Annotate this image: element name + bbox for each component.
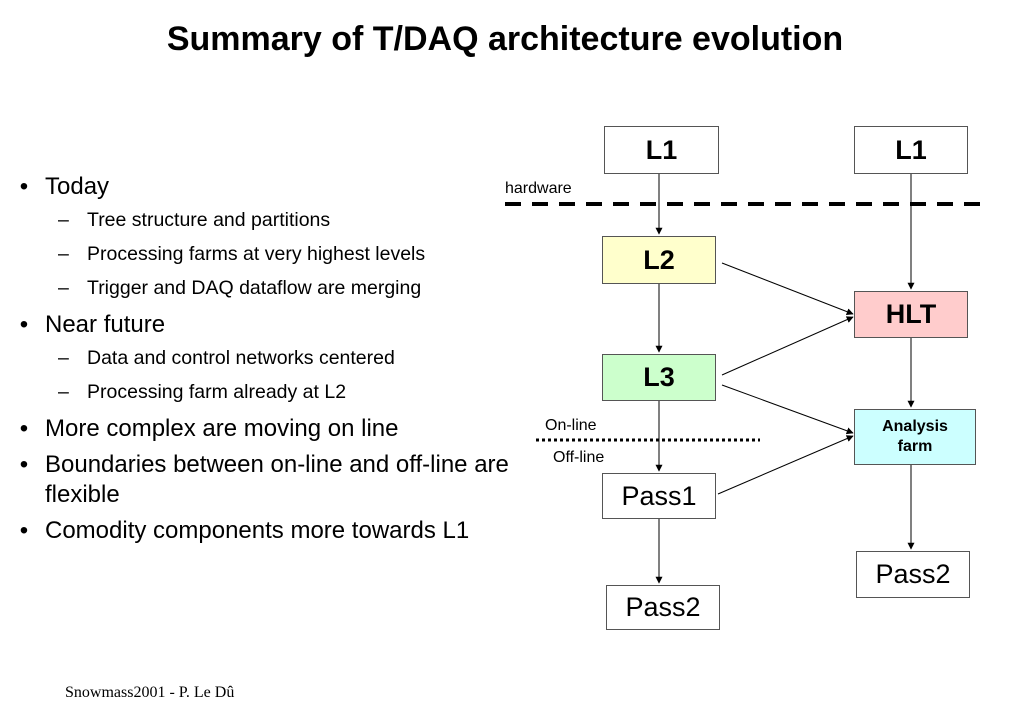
bullet-item: • Boundaries between on-line and off-line…: [14, 450, 534, 510]
sub-bullet-item: –Data and control networks centered: [14, 346, 534, 370]
bullet-marker: •: [19, 517, 29, 544]
dash-marker: –: [58, 209, 69, 231]
bullet-item: • Comodity components more towards L1: [14, 516, 534, 546]
left-pass2-box: Pass2: [606, 585, 720, 630]
bullet-text: Today: [45, 173, 110, 200]
left-l1-box: L1: [604, 126, 719, 174]
dash-marker: –: [58, 277, 69, 299]
bullet-marker: •: [19, 451, 29, 478]
bullet-marker: •: [19, 173, 29, 200]
sub-bullet-text: Trigger and DAQ dataflow are merging: [87, 277, 422, 299]
bullet-list: •Today –Tree structure and partitions –P…: [14, 172, 534, 552]
footer-credit: Snowmass2001 - P. Le Dû: [65, 684, 235, 701]
arrow-l2-to-hlt: [721, 262, 854, 315]
pass1-box: Pass1: [602, 473, 716, 519]
bullet-marker: •: [19, 415, 29, 442]
dash-marker: –: [58, 381, 69, 403]
online-label: On-line: [545, 417, 597, 434]
bullet-item: • More complex are moving on line: [14, 414, 534, 444]
arrow-l3-to-hlt: [721, 316, 854, 376]
arrow-pass1-to-analysis: [717, 435, 854, 495]
sub-bullet-text: Processing farms at very highest levels: [87, 243, 426, 265]
right-l1-box: L1: [854, 126, 968, 174]
right-l1-label: L1: [895, 134, 927, 165]
sub-bullet-text: Processing farm already at L2: [87, 381, 347, 403]
left-l1-label: L1: [645, 134, 678, 165]
left-pass2-label: Pass2: [625, 592, 701, 622]
bullet-text: Comodity components more towards L1: [45, 517, 470, 544]
offline-label: Off-line: [553, 449, 605, 466]
l3-label: L3: [643, 362, 675, 392]
bullet-text: Near future: [45, 311, 166, 338]
right-pass2-label: Pass2: [875, 559, 951, 589]
hlt-label: HLT: [885, 299, 937, 329]
hlt-box: HLT: [854, 291, 968, 338]
analysis-farm-box: Analysis farm: [854, 409, 976, 465]
dash-marker: –: [58, 243, 69, 265]
sub-bullet-item: –Tree structure and partitions: [14, 208, 534, 232]
bullet-marker: •: [19, 311, 29, 338]
bullet-text: More complex are moving on line: [45, 415, 399, 442]
sub-bullet-item: –Processing farms at very highest levels: [14, 242, 534, 266]
sub-bullet-text: Tree structure and partitions: [87, 209, 331, 231]
sub-bullet-item: –Processing farm already at L2: [14, 380, 534, 404]
bullet-item: • Today: [14, 172, 534, 202]
analysis-farm-label: Analysis farm: [882, 418, 948, 455]
bullet-item: • Near future: [14, 310, 534, 340]
l2-label: L2: [643, 244, 675, 275]
sub-bullet-item: –Trigger and DAQ dataflow are merging: [14, 276, 534, 300]
hardware-label: hardware: [505, 180, 572, 197]
l3-box: L3: [602, 354, 716, 401]
dash-marker: –: [58, 347, 69, 369]
bullet-text: Boundaries between on-line and off-line …: [45, 451, 509, 508]
pass1-label: Pass1: [621, 480, 697, 511]
arrow-l3-to-analysis: [721, 384, 854, 435]
l2-box: L2: [602, 236, 716, 284]
slide-title: Summary of T/DAQ architecture evolution: [166, 20, 844, 58]
right-pass2-box: Pass2: [856, 551, 970, 598]
sub-bullet-text: Data and control networks centered: [87, 347, 395, 369]
